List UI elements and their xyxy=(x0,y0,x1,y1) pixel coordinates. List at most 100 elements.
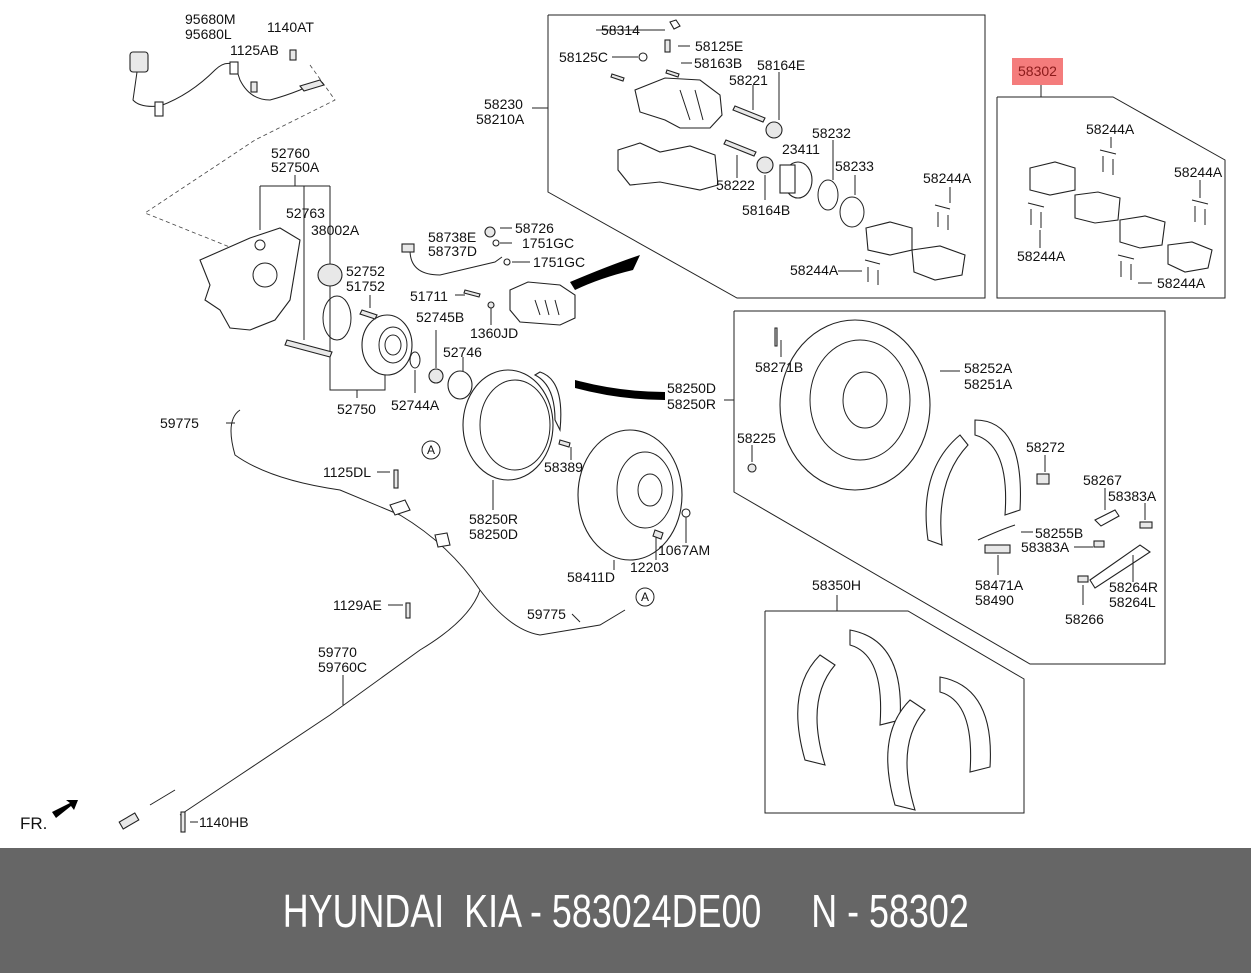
label-95680L: 95680L xyxy=(185,26,232,42)
label-58230: 58230 xyxy=(484,96,523,112)
diagram-linework xyxy=(52,14,1226,833)
tone-ring-52750 xyxy=(322,295,352,341)
label-58490: 58490 xyxy=(975,592,1014,608)
label-58221: 58221 xyxy=(729,72,768,88)
label-52763: 52763 xyxy=(286,205,325,221)
label-58125C: 58125C xyxy=(559,49,609,65)
shoe-kit-2 xyxy=(887,676,991,811)
label-58250D: 58250D xyxy=(667,380,717,396)
label-38002A: 38002A xyxy=(311,222,360,238)
callout-wedge-plate xyxy=(575,380,665,400)
label-58271B: 58271B xyxy=(755,359,804,375)
label-1067AM: 1067AM xyxy=(658,542,711,558)
hub-bearing-52750 xyxy=(361,314,413,376)
label-58726: 58726 xyxy=(515,220,554,236)
bracket-b xyxy=(434,532,451,548)
pad-kit-pad-2 xyxy=(1074,191,1121,224)
label-52750A: 52750A xyxy=(271,159,320,175)
caliper-kit-box xyxy=(547,14,986,299)
label-58302-highlighted[interactable]: 58302 xyxy=(1012,58,1063,85)
label-58250R-plate: 58250R xyxy=(469,511,519,527)
screw-12203 xyxy=(652,529,664,540)
label-1751GC-a: 1751GC xyxy=(522,235,575,251)
washer-52744A xyxy=(409,351,421,369)
wheel-speed-sensor xyxy=(129,51,325,117)
label-58222: 58222 xyxy=(716,177,755,193)
pad-kit-pad-3 xyxy=(1119,215,1166,249)
cap-58314 xyxy=(669,19,681,30)
label-58737D: 58737D xyxy=(428,243,478,259)
label-95680M: 95680M xyxy=(185,11,236,27)
backing-plate-58250R xyxy=(462,369,562,481)
ref-label-a2: A xyxy=(641,590,650,604)
label-58267: 58267 xyxy=(1083,472,1122,488)
pad-kit-pad-1 xyxy=(1029,161,1076,196)
seal-58232 xyxy=(817,179,839,211)
pad-kit-pad-4 xyxy=(1167,241,1213,273)
shoe-right xyxy=(974,419,1022,516)
plug-1067AM xyxy=(681,508,691,518)
label-58244A-2: 58244A xyxy=(790,262,839,278)
piston-23411 xyxy=(779,161,813,199)
label-58266: 58266 xyxy=(1065,611,1104,627)
label-58251A: 58251A xyxy=(964,376,1013,392)
spring-58272 xyxy=(1036,473,1050,485)
plug-58225 xyxy=(747,463,757,473)
label-58350H: 58350H xyxy=(812,577,862,593)
label-1125AB: 1125AB xyxy=(230,42,279,58)
label-58164E: 58164E xyxy=(757,57,806,73)
label-58244A-1: 58244A xyxy=(923,170,972,186)
shoe-kit-1 xyxy=(797,629,901,766)
banner-text: HYUNDAI KIA - 583024DE00 N - 58302 xyxy=(282,884,969,937)
bleeder-1360JD xyxy=(487,301,495,309)
label-58264R: 58264R xyxy=(1109,579,1159,595)
label-51752: 51752 xyxy=(346,278,385,294)
label-58738E: 58738E xyxy=(428,229,477,245)
dust-shield-58252A xyxy=(779,319,931,491)
bolt-1140AT xyxy=(289,49,297,61)
bolt-1125DL xyxy=(393,469,399,489)
label-1125DL: 1125DL xyxy=(323,464,372,480)
clip-58244A-1 xyxy=(934,204,951,230)
label-59760C: 59760C xyxy=(318,659,368,675)
label-58250R: 58250R xyxy=(667,396,717,412)
pad-kit-clip-1 xyxy=(1099,149,1117,175)
label-59770: 59770 xyxy=(318,644,357,660)
cap-52746 xyxy=(447,370,473,400)
label-52746: 52746 xyxy=(443,344,482,360)
label-58233: 58233 xyxy=(835,158,874,174)
pin-58271B xyxy=(774,327,778,347)
label-58244A-4: 58244A xyxy=(1174,164,1223,180)
bushing-38002A xyxy=(317,263,343,287)
label-58250D-plate: 58250D xyxy=(469,526,519,542)
cap-58125C xyxy=(638,52,648,62)
label-59775-a: 59775 xyxy=(160,415,199,431)
ref-circle-a1 xyxy=(421,440,441,460)
label-58471A: 58471A xyxy=(975,577,1024,593)
label-58272: 58272 xyxy=(1026,439,1065,455)
bolt-52763 xyxy=(284,339,333,358)
part-number-banner: HYUNDAI KIA - 583024DE00 N - 58302 xyxy=(0,848,1251,973)
bolt-1140HB xyxy=(180,811,186,833)
label-52744A: 52744A xyxy=(391,397,440,413)
label-1129AE: 1129AE xyxy=(333,597,382,613)
knuckle xyxy=(199,227,301,331)
label-58225: 58225 xyxy=(737,430,776,446)
adjuster-58471A xyxy=(984,544,1011,554)
pad-a xyxy=(865,221,913,256)
label-52745B: 52745B xyxy=(416,309,465,325)
lever-58264R xyxy=(1089,544,1151,589)
label-58210A: 58210A xyxy=(476,111,525,127)
caliper-assembly-small xyxy=(509,281,576,326)
seal-58233 xyxy=(839,196,865,228)
guide-pin-58222 xyxy=(723,139,757,157)
ref-circle-a2 xyxy=(635,587,655,607)
bolt-1125AB xyxy=(250,81,258,93)
caliper-housing xyxy=(634,77,723,129)
pad-kit-box xyxy=(996,96,1226,299)
label-52752: 52752 xyxy=(346,263,385,279)
bolt-small xyxy=(610,73,625,82)
label-58244A-3: 58244A xyxy=(1086,121,1135,137)
clip-58266 xyxy=(1077,575,1089,583)
bolt-58389 xyxy=(558,439,571,448)
